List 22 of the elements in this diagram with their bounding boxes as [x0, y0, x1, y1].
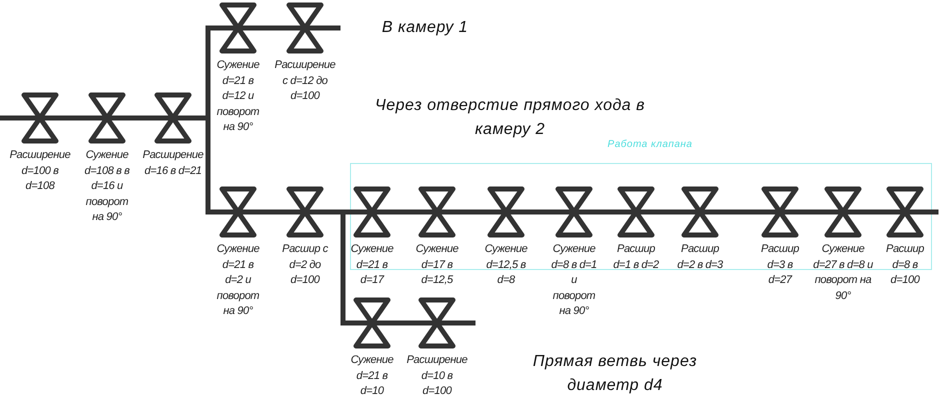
- zone-label: Работа клапана: [606, 139, 694, 151]
- valve-label: Расширение d=10 в d=100: [406, 353, 468, 399]
- valve-label: Сужение d=12,5 в d=8: [484, 242, 528, 288]
- valve-label: Сужение d=108 в в d=16 и поворот на 90°: [84, 148, 130, 225]
- valve-label: Расшир d=8 в d=100: [885, 242, 925, 288]
- valve-label: Расширение d=100 в d=108: [8, 148, 72, 194]
- valve-label: Сужение d=21 в d=10: [350, 353, 394, 399]
- valve-label: Сужение d=21 в d=12 и поворот на 90°: [216, 58, 260, 135]
- valve-label: Расшир d=1 в d=2: [612, 242, 660, 272]
- valve-label: Расшир d=3 в d=27: [760, 242, 800, 288]
- valve-label: Расширение с d=12 до d=100: [274, 58, 336, 104]
- note-text: Прямая ветвь через диаметр d4: [532, 352, 698, 396]
- valve-label: Сужение d=21 в d=2 и поворот на 90°: [216, 242, 260, 319]
- valve-label: Сужение d=17 в d=12,5: [414, 242, 460, 288]
- note-text: В камеру 1: [380, 18, 470, 38]
- valve-label: Расшир с d=2 до d=100: [281, 242, 329, 288]
- valve-label: Сужение d=27 в d=8 и поворот на 90°: [813, 242, 873, 304]
- valve-label: Сужение d=21 в d=17: [350, 242, 394, 288]
- valve-label: Сужение d=8 в d=1 и поворот на 90°: [550, 242, 598, 319]
- valve-label: Расширение d=16 в d=21: [142, 148, 204, 178]
- valve-label: Расшир d=2 в d=3: [676, 242, 724, 272]
- note-text: Через отверстие прямого хода в камеру 2: [374, 96, 646, 140]
